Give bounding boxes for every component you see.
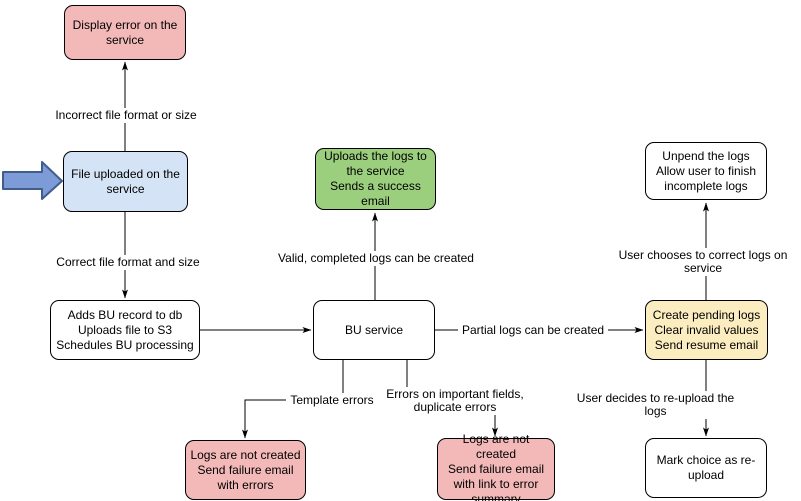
node-mark-choice-reupload[interactable]: Mark choice as re- upload [645, 438, 767, 498]
node-unpend-logs[interactable]: Unpend the logs Allow user to finish inc… [645, 142, 767, 200]
edge-label-user-reuploads: User decides to re-upload the logs [567, 391, 744, 419]
node-logs-not-created-error-summary[interactable]: Logs are not created Send failure email … [437, 432, 555, 501]
node-adds-bu-record[interactable]: Adds BU record to db Uploads file to S3 … [50, 300, 200, 360]
edge-label-incorrect-format: Incorrect file format or size [36, 108, 216, 123]
edge-label-valid-logs: Valid, completed logs can be created [276, 251, 476, 266]
node-display-error[interactable]: Display error on the service [64, 5, 186, 60]
edge-label-template-errors: Template errors [286, 393, 378, 408]
edge-label-partial-logs: Partial logs can be created [458, 323, 608, 338]
edge-label-user-corrects: User chooses to correct logs on service [603, 248, 801, 276]
node-create-pending-logs[interactable]: Create pending logs Clear invalid values… [645, 300, 768, 360]
entry-arrow-icon[interactable] [2, 161, 63, 200]
node-logs-not-created-with-errors[interactable]: Logs are not created Send failure email … [185, 440, 306, 500]
node-bu-service[interactable]: BU service [313, 300, 435, 360]
edge-label-important-errors: Errors on important fields, duplicate er… [384, 387, 526, 415]
node-uploads-logs-success[interactable]: Uploads the logs to the service Sends a … [315, 148, 436, 210]
node-file-uploaded[interactable]: File uploaded on the service [63, 151, 188, 212]
edge-label-correct-format: Correct file format and size [38, 255, 218, 270]
